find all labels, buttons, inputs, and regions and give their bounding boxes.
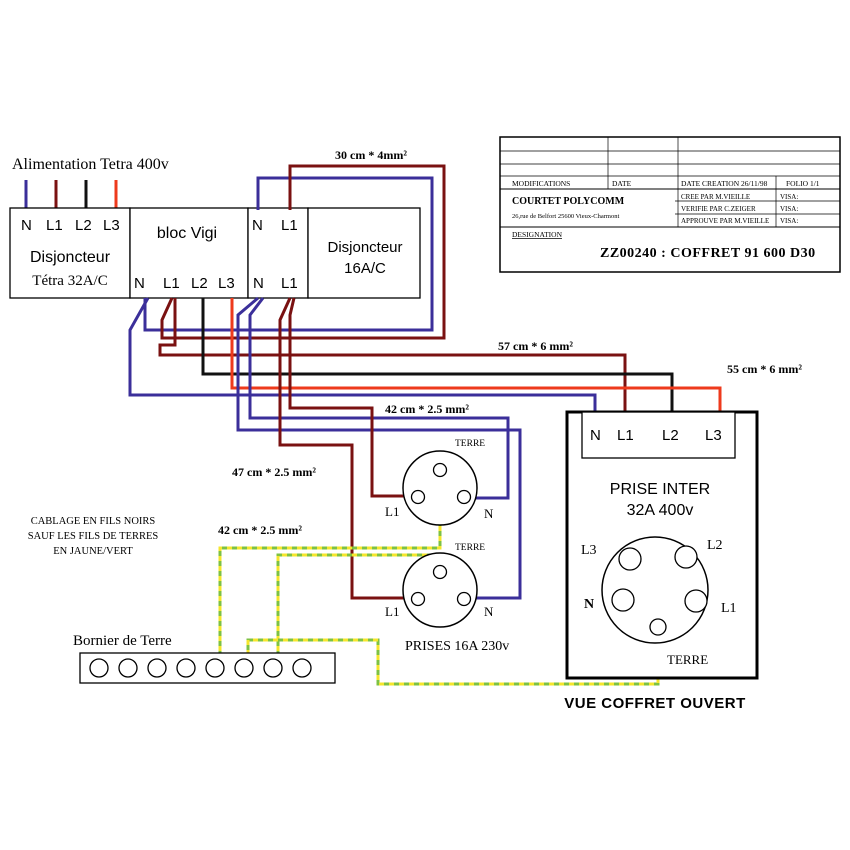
tb-visa-2: VISA:	[780, 205, 798, 213]
prise-inter-pin-n	[611, 588, 635, 612]
earth-wire-socket-top	[218, 496, 442, 668]
socket-16a-bottom: TERRE L1 N	[385, 543, 494, 628]
socket-bottom-terre-label: TERRE	[455, 543, 485, 553]
prise-inter-label-l2: L2	[707, 538, 723, 553]
tb-address: 26,rue de Belfort 25600 Vieux-Charmont	[512, 213, 619, 220]
wire-n-vigi-to-16a	[143, 176, 434, 332]
breaker-main-terminal-l2: L2	[75, 217, 92, 234]
note-line-3: EN JAUNE/VERT	[53, 546, 133, 557]
tb-modifications: MODIFICATIONS	[512, 179, 570, 188]
socket-top-l1-label: L1	[385, 504, 399, 519]
tb-designation: ZZ00240 : COFFRET 91 600 D30	[600, 246, 816, 261]
cable-label-57cm: 57 cm * 6 mm²	[498, 339, 573, 353]
vigi-terminal-l1: L1	[163, 275, 180, 292]
bornier-terminal	[147, 658, 167, 678]
breaker16-rating: 16A/C	[344, 260, 386, 277]
bornier-terminal	[205, 658, 225, 678]
wire-l1-to-socket-bottom	[278, 297, 413, 600]
bornier-de-terre	[79, 652, 336, 684]
prise-inter-terminal-n: N	[590, 427, 601, 444]
breaker16-top-l1: L1	[281, 217, 298, 234]
socket-bottom-n-label: N	[484, 604, 494, 619]
wire-l1-to-prise-inter	[158, 298, 627, 412]
tb-date-creation: DATE CREATION 26/11/98	[681, 179, 768, 188]
tb-visa-3: VISA:	[780, 217, 798, 225]
note-line-2: SAUF LES FILS DE TERRES	[28, 531, 159, 542]
earth-wire-prise-inter	[246, 628, 660, 686]
tb-date: DATE	[612, 179, 632, 188]
tb-company: COURTET POLYCOMM	[512, 196, 625, 207]
bornier-terminal	[118, 658, 138, 678]
tb-visa-1: VISA:	[780, 193, 798, 201]
vigi-terminal-l3: L3	[218, 275, 235, 292]
breaker16-bottom-n: N	[253, 275, 264, 292]
socket-top-n-pin	[456, 489, 472, 505]
breaker16-title: Disjoncteur	[327, 239, 402, 256]
prise-inter-label-l1: L1	[721, 601, 737, 616]
breaker-main-terminal-n: N	[21, 217, 32, 234]
breaker-main-terminal-l3: L3	[103, 217, 120, 234]
prise-inter-terminal-l2: L2	[662, 427, 679, 444]
bornier-terminal	[292, 658, 312, 678]
note-line-1: CABLAGE EN FILS NOIRS	[31, 516, 156, 527]
tb-folio: FOLIO 1/1	[786, 179, 820, 188]
cable-label-30cm: 30 cm * 4mm²	[335, 148, 407, 162]
prise-inter-pin-l3	[618, 547, 642, 571]
prise-inter-pin-l1	[684, 589, 708, 613]
bornier-label: Bornier de Terre	[73, 633, 172, 649]
socket-top-earth-pin	[432, 462, 448, 478]
wire-n-to-prise-inter	[128, 297, 597, 412]
bornier-terminal	[89, 658, 109, 678]
vigi-title: bloc Vigi	[157, 225, 217, 242]
wire-n-to-socket-bottom	[236, 296, 522, 600]
tb-designation-label: DESIGNATION	[512, 230, 563, 239]
tb-cree-par: CREE PAR M.VIEILLE	[681, 193, 750, 201]
wire-l2-to-prise-inter	[201, 298, 674, 412]
supply-label: Alimentation Tetra 400v	[12, 156, 169, 173]
tb-approuve-par: APPROUVE PAR M.VIEILLE	[681, 217, 769, 225]
prise-inter-label-n: N	[584, 597, 594, 612]
wire-l3-to-prise-inter	[230, 298, 722, 412]
prise-inter-terminal-l1: L1	[617, 427, 634, 444]
prise-inter-pin-terre	[649, 618, 667, 636]
title-block: MODIFICATIONS DATE DATE CREATION 26/11/9…	[499, 136, 841, 273]
prise-inter-terminal-l3: L3	[705, 427, 722, 444]
prise-inter-title: PRISE INTER	[610, 481, 710, 498]
cable-label-47cm: 47 cm * 2.5 mm²	[232, 465, 316, 479]
socket-top-terre-label: TERRE	[455, 439, 485, 449]
tb-verifie-par: VERIFIE PAR C.ZEIGER	[681, 205, 756, 213]
sockets-caption: PRISES 16A 230v	[405, 639, 509, 654]
vigi-terminal-l2: L2	[191, 275, 208, 292]
socket-bottom-n-pin	[456, 591, 472, 607]
socket-bottom-l1-label: L1	[385, 604, 399, 619]
wire-n-to-socket-top	[248, 297, 510, 500]
prise-inter-box: N L1 L2 L3 PRISE INTER 32A 400v L3 L2 N …	[565, 410, 759, 680]
breaker16-top-n: N	[252, 217, 263, 234]
footer-title: VUE COFFRET OUVERT	[564, 695, 746, 712]
cable-label-42cm-top: 42 cm * 2.5 mm²	[385, 402, 469, 416]
prise-inter-rating: 32A 400v	[627, 502, 694, 519]
wire-l1-to-socket-top	[288, 297, 412, 498]
prise-inter-label-l3: L3	[581, 543, 597, 558]
socket-bottom-l1-pin	[410, 591, 426, 607]
cable-label-42cm-bottom: 42 cm * 2.5 mm²	[218, 523, 302, 537]
breaker-main-title: Disjoncteur	[30, 249, 111, 266]
prise-inter-label-terre: TERRE	[667, 652, 708, 667]
socket-top-l1-pin	[410, 489, 426, 505]
bornier-terminal	[234, 658, 254, 678]
bornier-terminal	[263, 658, 283, 678]
bornier-terminal	[176, 658, 196, 678]
main-breaker: N L1 L2 L3 Disjoncteur Tétra 32A/C bloc …	[9, 207, 421, 299]
breaker-main-terminal-l1: L1	[46, 217, 63, 234]
breaker16-bottom-l1: L1	[281, 275, 298, 292]
vigi-terminal-n: N	[134, 275, 145, 292]
socket-16a-top: TERRE L1 N	[385, 439, 494, 526]
wire-l1-vigi-to-16a	[160, 164, 446, 340]
socket-bottom-earth-pin	[432, 564, 448, 580]
socket-top-n-label: N	[484, 506, 494, 521]
breaker-main-rating: Tétra 32A/C	[32, 273, 107, 289]
cable-label-55cm: 55 cm * 6 mm²	[727, 362, 802, 376]
prise-inter-pin-l2	[674, 545, 698, 569]
